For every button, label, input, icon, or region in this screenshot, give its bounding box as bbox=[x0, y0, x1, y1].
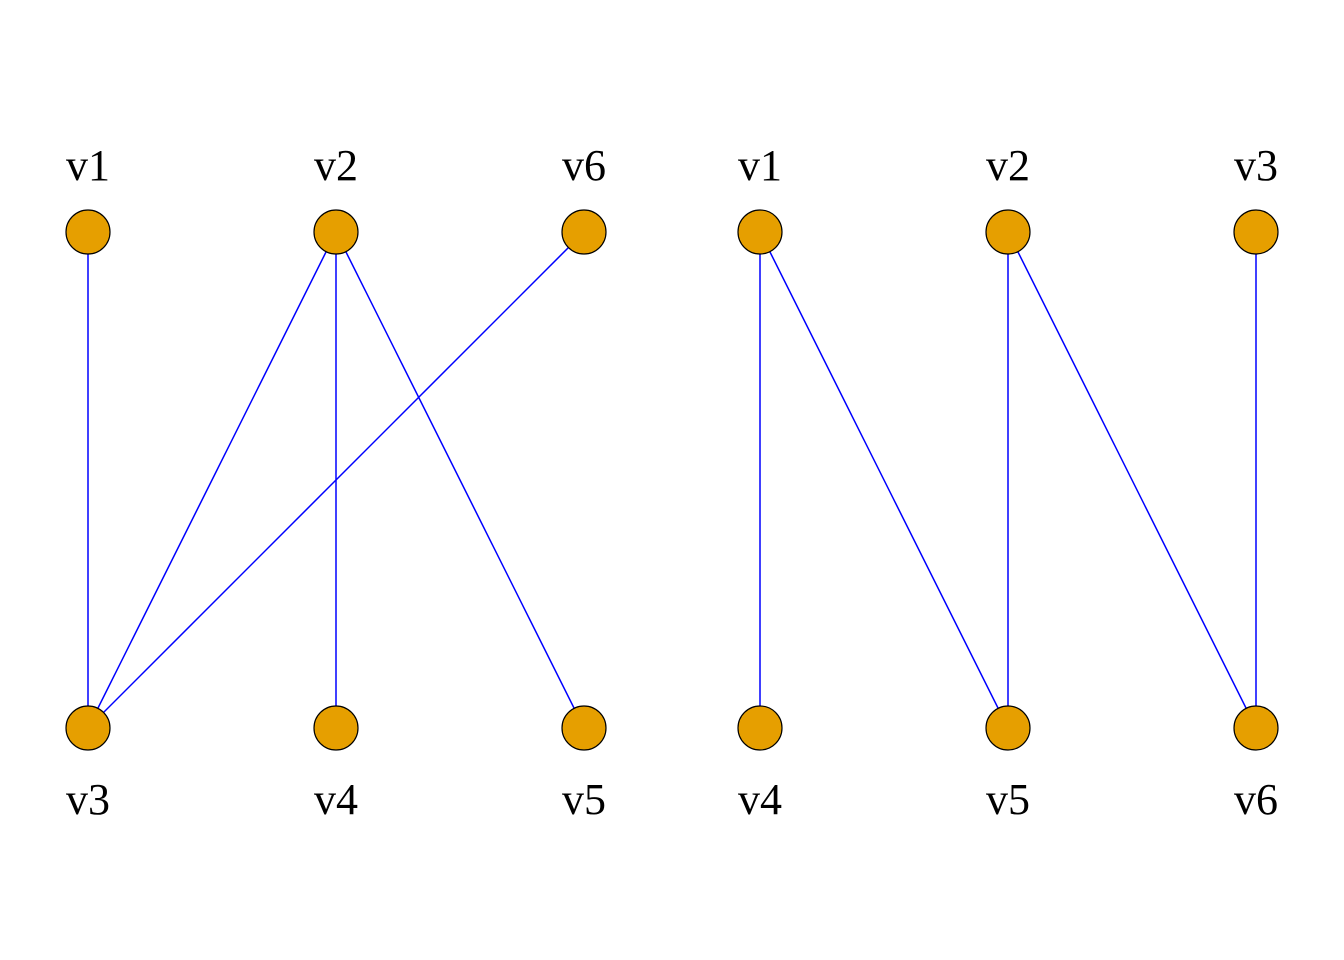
graph-left: v1 v2 v6 v3 v4 v5 bbox=[65, 141, 607, 824]
node-v2 bbox=[985, 209, 1031, 255]
node-label-v4: v4 bbox=[738, 775, 782, 824]
node-label-v3: v3 bbox=[66, 775, 110, 824]
node-v3 bbox=[1233, 209, 1279, 255]
edge-v2-v3 bbox=[87, 231, 337, 729]
node-label-v4: v4 bbox=[314, 775, 358, 824]
edge-v2-v5 bbox=[335, 231, 585, 729]
node-label-v6: v6 bbox=[1234, 775, 1278, 824]
node-label-v1: v1 bbox=[66, 141, 110, 190]
edge-v2-v6 bbox=[1007, 231, 1257, 729]
node-v3 bbox=[65, 705, 111, 751]
edge-v6-v3 bbox=[87, 231, 585, 729]
node-v4 bbox=[737, 705, 783, 751]
node-v6 bbox=[1233, 705, 1279, 751]
node-v1 bbox=[65, 209, 111, 255]
node-label-v2: v2 bbox=[986, 141, 1030, 190]
node-label-v2: v2 bbox=[314, 141, 358, 190]
node-label-v6: v6 bbox=[562, 141, 606, 190]
node-v6 bbox=[561, 209, 607, 255]
node-label-v3: v3 bbox=[1234, 141, 1278, 190]
node-label-v5: v5 bbox=[562, 775, 606, 824]
node-v4 bbox=[313, 705, 359, 751]
node-label-v5: v5 bbox=[986, 775, 1030, 824]
node-v5 bbox=[561, 705, 607, 751]
edge-v1-v5 bbox=[759, 231, 1009, 729]
node-v1 bbox=[737, 209, 783, 255]
node-v2 bbox=[313, 209, 359, 255]
node-label-v1: v1 bbox=[738, 141, 782, 190]
graph-right: v1 v2 v3 v4 v5 v6 bbox=[737, 141, 1279, 824]
node-v5 bbox=[985, 705, 1031, 751]
